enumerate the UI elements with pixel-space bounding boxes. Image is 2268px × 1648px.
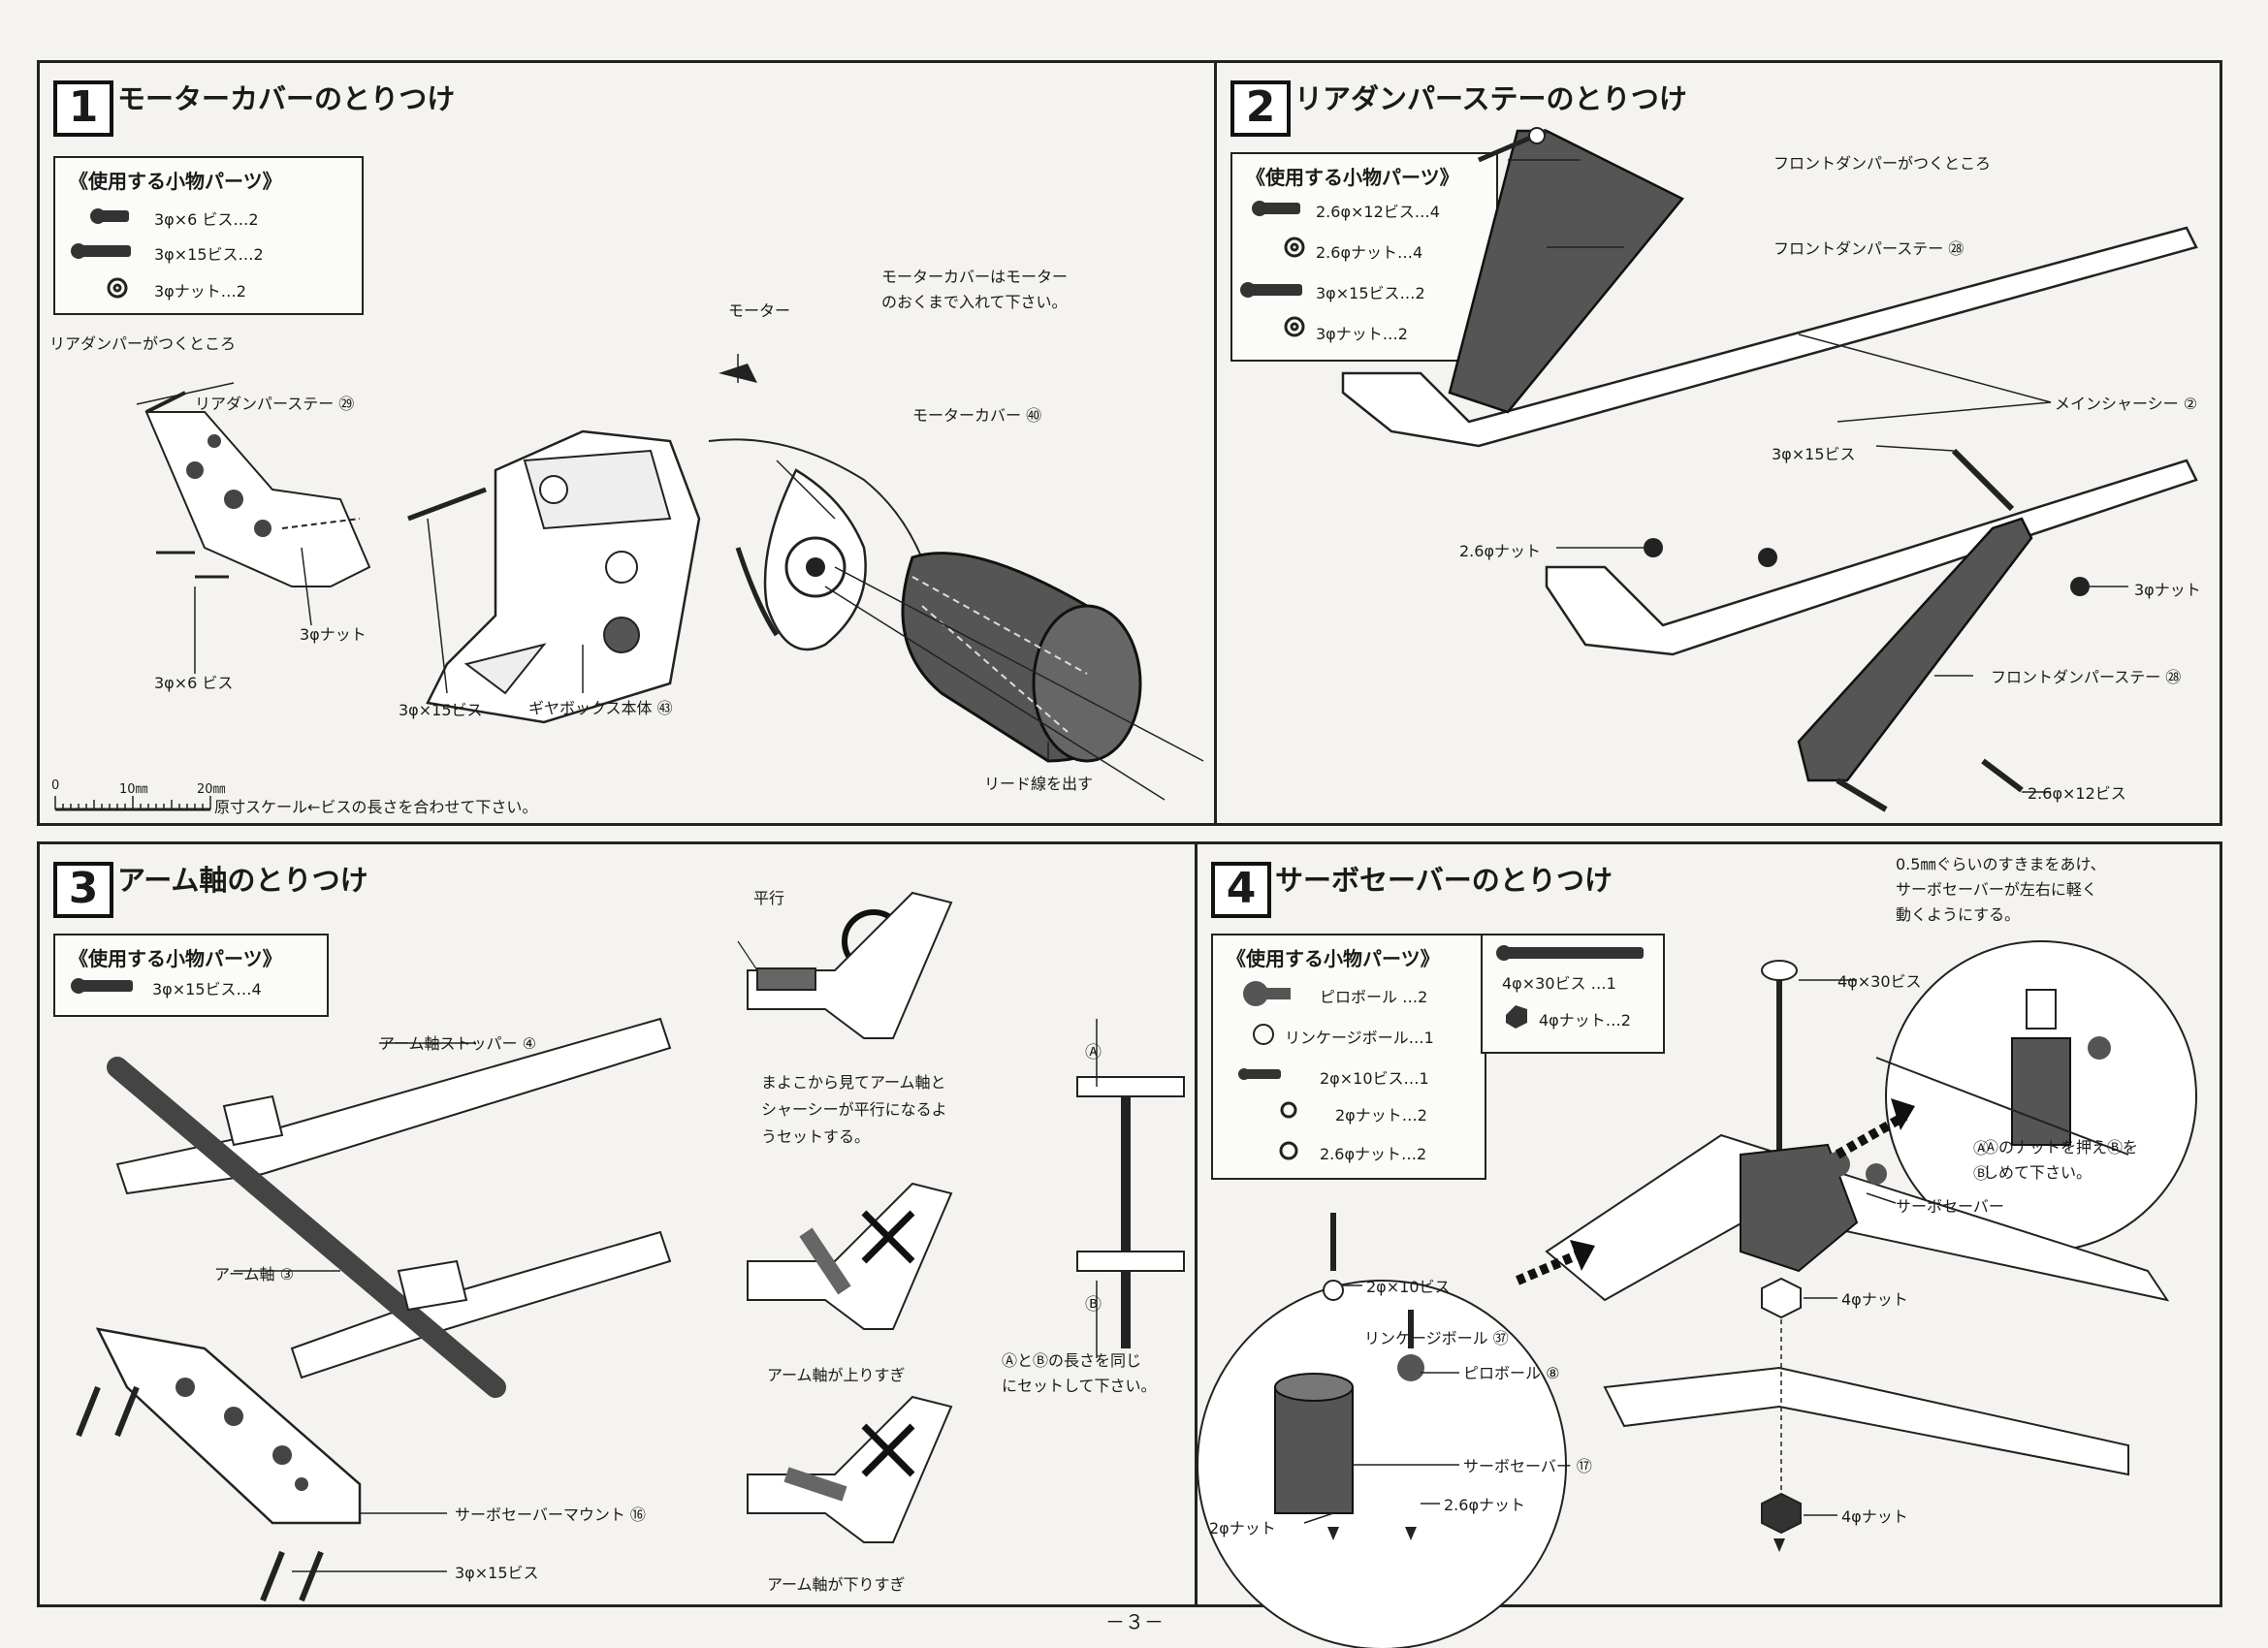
label-correct-note: まよこから見てアーム軸と シャーシーが平行になるよ うセットする。 xyxy=(761,1073,947,1146)
label-a-mark: Ⓐ xyxy=(1973,1139,1990,1157)
label-arm-shaft: アーム軸 ③ xyxy=(214,1265,294,1284)
label-motor-cover: モーターカバー ㊵ xyxy=(912,406,1042,425)
step2-parts-icons xyxy=(1240,201,1305,337)
scale-label-20: 20㎜ xyxy=(197,782,226,797)
parts-item: 3φ×6 ビス…2 xyxy=(154,210,259,229)
step4-number: 4 xyxy=(1211,862,1271,918)
scale-label-10: 10㎜ xyxy=(119,782,148,797)
parts-box-title: 《使用する小物パーツ》 xyxy=(69,947,282,970)
label-screw3x6: 3φ×6 ビス xyxy=(154,674,234,692)
label-servo-saver-17: サーボセーバー ⑰ xyxy=(1463,1457,1592,1475)
label-linkage-ball: リンケージボール ㊲ xyxy=(1364,1329,1509,1347)
label-front-damper-mount: フロントダンパーがつくところ xyxy=(1773,154,1992,173)
too-low-diagram xyxy=(747,1395,953,1543)
label-nut4-mid: 4φナット xyxy=(1841,1290,1908,1309)
step4-title: サーボセーバーのとりつけ xyxy=(1275,864,1613,897)
parts-item: 2φ×10ビス…1 xyxy=(1320,1069,1429,1088)
parts-item: 2.6φナット…2 xyxy=(1320,1145,1427,1163)
step4-parts-box-right: 4φ×30ビス …1 4φナット…2 xyxy=(1481,934,1665,1054)
label-a-mark: Ⓐ xyxy=(1085,1043,1102,1062)
step1-parts-box: 《使用する小物パーツ》 3φ×6 ビス…2 3φ×15ビス…2 3φナット…2 xyxy=(53,156,364,315)
parts-item: 3φ×15ビス…4 xyxy=(152,980,262,998)
label-too-high: アーム軸が上りすぎ xyxy=(767,1366,906,1384)
label-nut26: 2.6φナット xyxy=(1459,542,1542,560)
step2-title: リアダンパーステーのとりつけ xyxy=(1294,82,1687,115)
parts-item: 2.6φ×12ビス…4 xyxy=(1316,203,1440,221)
label-screw2x10: 2φ×10ビス xyxy=(1366,1278,1451,1296)
label-front-damper-stay-top: フロントダンパーステー ㉘ xyxy=(1773,239,1965,258)
parts-box-title: 《使用する小物パーツ》 xyxy=(1227,947,1440,970)
label-screw3x15: 3φ×15ビス xyxy=(1772,445,1856,463)
label-servo-saver-mount: サーボセーバーマウント ⑯ xyxy=(455,1505,646,1524)
step4-illustration xyxy=(1197,940,2197,1648)
parts-item: 2φナット…2 xyxy=(1335,1106,1427,1125)
label-nut26: 2.6φナット xyxy=(1444,1496,1526,1514)
label-nut4-bottom: 4φナット xyxy=(1841,1507,1908,1526)
step4-panel: 4 サーボセーバーのとりつけ 《使用する小物パーツ》 ピロボール …2 リンケー… xyxy=(1195,841,2222,1648)
parts-box-title: 《使用する小物パーツ》 xyxy=(1246,166,1459,189)
step1-panel: 1 モーターカバーのとりつけ 《使用する小物パーツ》 3φ×6 ビス…2 3φ×… xyxy=(37,60,1216,826)
step3-parts-box: 《使用する小物パーツ》 3φ×15ビス…4 xyxy=(53,934,329,1017)
step3-illustration xyxy=(76,891,1185,1602)
too-high-diagram xyxy=(747,1182,953,1330)
label-arm-stopper: アーム軸ストッパー ④ xyxy=(379,1034,536,1053)
label-too-low: アーム軸が下りすぎ xyxy=(767,1575,906,1594)
step3-number: 3 xyxy=(53,862,113,918)
label-b-mark: Ⓑ xyxy=(1973,1164,1990,1183)
label-screw26x12: 2.6φ×12ビス xyxy=(2028,784,2126,803)
step2-illustration xyxy=(1341,127,2198,812)
scale-ruler xyxy=(54,796,211,811)
label-screw3x15: 3φ×15ビス xyxy=(455,1564,539,1582)
label-gap-note: 0.5㎜ぐらいのすきまをあけ、 サーボセーバーが左右に軽く 動くようにする。 xyxy=(1896,855,2106,924)
label-rear-damper-stay: リアダンパーステー ㉙ xyxy=(195,395,355,413)
step4-parts-icons-left xyxy=(1238,981,1298,1160)
label-front-damper-stay-bottom: フロントダンパーステー ㉘ xyxy=(1991,668,2182,686)
label-screw4x30: 4φ×30ビス xyxy=(1837,972,1922,991)
label-screw3x15: 3φ×15ビス xyxy=(399,701,483,719)
label-press-note: Ⓐのナットを押えⒷを しめて下さい。 xyxy=(1983,1138,2139,1182)
label-motor-cover-note: モーターカバーはモーター のおくまで入れて下さい。 xyxy=(881,268,1069,311)
label-gearbox: ギヤボックス本体 ㊸ xyxy=(528,699,673,717)
label-main-chassis: メインシャーシー ② xyxy=(2055,395,2198,413)
parts-item: リンケージボール…1 xyxy=(1285,1029,1434,1047)
parts-item: 3φ×15ビス…2 xyxy=(1316,284,1425,302)
step2-number: 2 xyxy=(1230,80,1291,137)
parts-item: 2.6φナット…4 xyxy=(1316,243,1423,262)
parts-item: 4φナット…2 xyxy=(1539,1011,1631,1030)
step3-title: アーム軸のとりつけ xyxy=(117,864,368,897)
parts-box-title: 《使用する小物パーツ》 xyxy=(69,170,282,193)
step1-parts-icons xyxy=(71,208,131,299)
scale-label-0: 0 xyxy=(51,778,60,793)
label-ab-note: ⒶとⒷの長さを同じ にセットして下さい。 xyxy=(1002,1351,1157,1395)
parts-item: 3φ×15ビス…2 xyxy=(154,245,264,264)
step1-title: モーターカバーのとりつけ xyxy=(117,82,456,115)
parts-item: 4φ×30ビス …1 xyxy=(1502,974,1616,993)
parts-item: 3φナット…2 xyxy=(154,282,246,301)
step3-panel: 3 アーム軸のとりつけ 《使用する小物パーツ》 3φ×15ビス…4 xyxy=(37,841,1197,1607)
label-lead-wire: リード線を出す xyxy=(984,775,1094,793)
step1-number: 1 xyxy=(53,80,113,137)
parts-item: 3φナット…2 xyxy=(1316,325,1408,343)
label-parallel: 平行 xyxy=(753,889,785,907)
label-pillow-ball: ピロボール ⑧ xyxy=(1463,1364,1560,1382)
scale-caption: 原寸スケール←ビスの長さを合わせて下さい。 xyxy=(214,798,538,816)
label-b-mark: Ⓑ xyxy=(1085,1295,1102,1315)
step4-parts-icons-right xyxy=(1496,945,1644,1029)
label-nut3: 3φナット xyxy=(2134,581,2201,599)
correct-diagram xyxy=(737,891,953,1039)
label-servo-saver: サーボセーバー xyxy=(1896,1197,2004,1216)
label-motor: モーター xyxy=(728,301,791,320)
label-nut3: 3φナット xyxy=(300,625,367,644)
label-rear-damper-mount: リアダンパーがつくところ xyxy=(49,334,237,353)
step1-illustration xyxy=(136,354,1204,801)
step2-panel: 2 リアダンパーステーのとりつけ 《使用する小物パーツ》 2.6φ×12ビス…4… xyxy=(1214,60,2222,826)
parts-item: ピロボール …2 xyxy=(1320,988,1428,1006)
ab-diagram xyxy=(1076,1019,1185,1358)
page-number: －３－ xyxy=(1105,1610,1164,1633)
step3-parts-icons xyxy=(71,978,133,994)
label-nut2: 2φナット xyxy=(1209,1519,1276,1537)
step4-parts-box-left: 《使用する小物パーツ》 ピロボール …2 リンケージボール…1 2φ×10ビス…… xyxy=(1211,934,1486,1180)
